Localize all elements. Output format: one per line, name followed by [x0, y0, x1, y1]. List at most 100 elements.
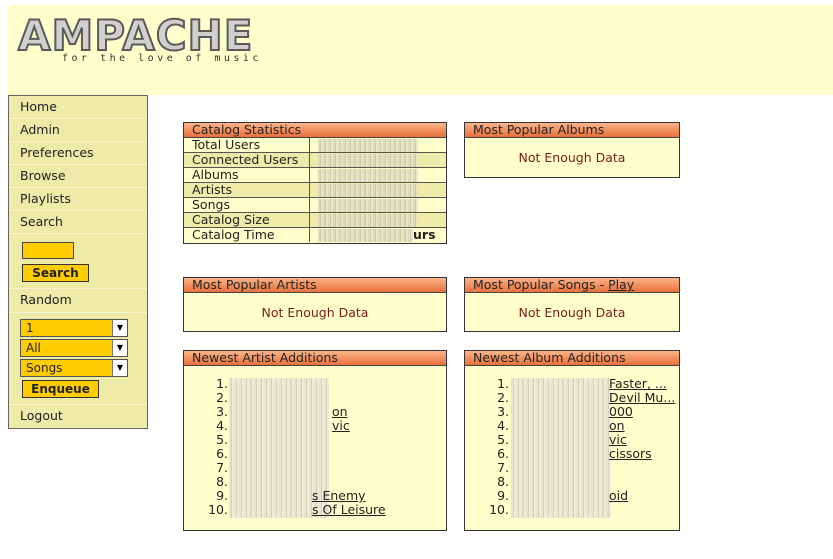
list-item: 1. — [216, 376, 228, 391]
album-link[interactable]: vic — [609, 432, 627, 447]
list-item: 6.cissors — [497, 446, 652, 461]
random-count-value: 1 — [26, 321, 34, 335]
stat-value: urs — [310, 227, 447, 242]
redacted-value — [318, 139, 418, 152]
stat-label: Albums — [184, 167, 310, 183]
popular-artists-panel: Most Popular Artists Not Enough Data — [183, 277, 447, 332]
sidebar-nav: Home Admin Preferences Browse Playlists … — [8, 95, 148, 429]
redacted-value — [318, 184, 418, 197]
album-link[interactable]: Faster, ... — [609, 376, 667, 391]
stat-value — [309, 152, 446, 168]
table-row: Connected Users — [184, 152, 446, 168]
list-item: 3.000 — [497, 404, 633, 419]
table-row: Catalog Size — [184, 212, 446, 228]
header-banner: AMPACHE for the love of music — [8, 5, 833, 95]
redacted-value — [318, 154, 418, 167]
search-button[interactable]: Search — [22, 264, 89, 282]
list-item: 2. — [216, 390, 228, 405]
sidebar-item-home[interactable]: Home — [9, 96, 147, 119]
list-item: 5. — [216, 432, 228, 447]
newest-artists-panel: Newest Artist Additions 1. 2. 3.on 4.vic… — [183, 350, 447, 531]
search-input[interactable] — [22, 242, 74, 259]
redacted-value — [318, 199, 418, 212]
sidebar-item-admin[interactable]: Admin — [9, 119, 147, 142]
stat-value-suffix: urs — [413, 227, 436, 242]
panel-title: Newest Album Additions — [465, 351, 679, 366]
table-row: Catalog Time urs — [184, 227, 447, 242]
list-item: 7. — [216, 460, 228, 475]
panel-title: Newest Artist Additions — [184, 351, 446, 366]
empty-message: Not Enough Data — [518, 305, 626, 320]
list-item: 7. — [497, 460, 509, 475]
catalog-statistics-panel: Catalog Statistics Total Users Connected… — [183, 122, 447, 244]
stat-label: Catalog Size — [184, 212, 310, 228]
enqueue-button[interactable]: Enqueue — [22, 380, 99, 398]
album-link[interactable]: 000 — [609, 404, 633, 419]
panel-title: Most Popular Songs - Play — [465, 278, 679, 293]
table-row: Artists — [184, 182, 446, 198]
table-row: Songs — [184, 197, 446, 213]
redacted-area — [229, 378, 329, 518]
list-item: 1.Faster, ... — [497, 376, 667, 391]
chevron-down-icon[interactable]: ▼ — [112, 320, 127, 336]
list-item: 4.on — [497, 418, 625, 433]
ampache-logo[interactable]: AMPACHE for the love of music — [17, 11, 262, 65]
panel-title: Catalog Statistics — [184, 123, 446, 138]
popular-songs-panel: Most Popular Songs - Play Not Enough Dat… — [464, 277, 680, 332]
logo-wordmark: AMPACHE — [17, 11, 254, 60]
artist-link[interactable]: s Enemy — [312, 488, 366, 503]
list-item: 6. — [216, 446, 228, 461]
album-link[interactable]: on — [609, 418, 625, 433]
redacted-value — [318, 169, 418, 182]
panel-title-text: Most Popular Songs - — [473, 277, 609, 292]
stat-value — [309, 212, 446, 228]
album-link[interactable]: Devil Mu... — [609, 390, 676, 405]
logo-tagline: for the love of music — [62, 53, 262, 64]
list-item: 8. — [216, 474, 228, 489]
panel-title: Most Popular Albums — [465, 123, 679, 138]
random-type-value: Songs — [26, 361, 63, 375]
panel-title: Most Popular Artists — [184, 278, 446, 293]
stat-value — [309, 182, 446, 198]
list-item: 8. — [497, 474, 509, 489]
list-item: 4.vic — [216, 418, 350, 433]
stat-value — [309, 138, 446, 153]
newest-albums-list: 1.Faster, ... 2.Devil Mu... 3.000 4.on 5… — [477, 377, 675, 517]
stat-label: Catalog Time — [184, 227, 310, 242]
sidebar-item-browse[interactable]: Browse — [9, 165, 147, 188]
divider — [9, 312, 147, 313]
random-catalog-select[interactable]: All ▼ — [20, 339, 128, 357]
stat-value — [309, 197, 446, 213]
newest-albums-panel: Newest Album Additions 1.Faster, ... 2.D… — [464, 350, 680, 531]
sidebar-item-logout[interactable]: Logout — [20, 408, 63, 423]
artist-link[interactable]: s Of Leisure — [312, 502, 386, 517]
album-link[interactable]: oid — [609, 488, 629, 503]
divider — [9, 288, 147, 289]
sidebar-item-search[interactable]: Search — [9, 211, 147, 234]
popular-albums-panel: Most Popular Albums Not Enough Data — [464, 122, 680, 178]
list-item: 5.vic — [497, 432, 627, 447]
artist-link[interactable]: on — [332, 404, 348, 419]
empty-message: Not Enough Data — [518, 150, 626, 165]
chevron-down-icon[interactable]: ▼ — [112, 360, 127, 376]
stat-label: Songs — [184, 197, 310, 213]
random-count-select[interactable]: 1 ▼ — [20, 319, 128, 337]
random-type-select[interactable]: Songs ▼ — [20, 359, 128, 377]
empty-message: Not Enough Data — [261, 305, 369, 320]
redacted-value — [318, 214, 418, 227]
stats-table: Total Users Connected Users Albums Artis… — [184, 138, 446, 242]
play-link[interactable]: Play — [608, 277, 635, 292]
divider — [9, 404, 147, 405]
sidebar-item-preferences[interactable]: Preferences — [9, 142, 147, 165]
stat-label: Connected Users — [184, 152, 310, 168]
list-item: 9.oid — [497, 488, 629, 503]
list-item: 10. — [489, 502, 509, 517]
list-item: 2.Devil Mu... — [497, 390, 676, 405]
random-catalog-value: All — [26, 341, 41, 355]
artist-link[interactable]: vic — [332, 418, 350, 433]
sidebar-item-playlists[interactable]: Playlists — [9, 188, 147, 211]
chevron-down-icon[interactable]: ▼ — [112, 340, 127, 356]
list-item: 10.s Of Leisure — [208, 502, 386, 517]
sidebar-item-random[interactable]: Random — [20, 292, 72, 307]
album-link[interactable]: cissors — [609, 446, 652, 461]
